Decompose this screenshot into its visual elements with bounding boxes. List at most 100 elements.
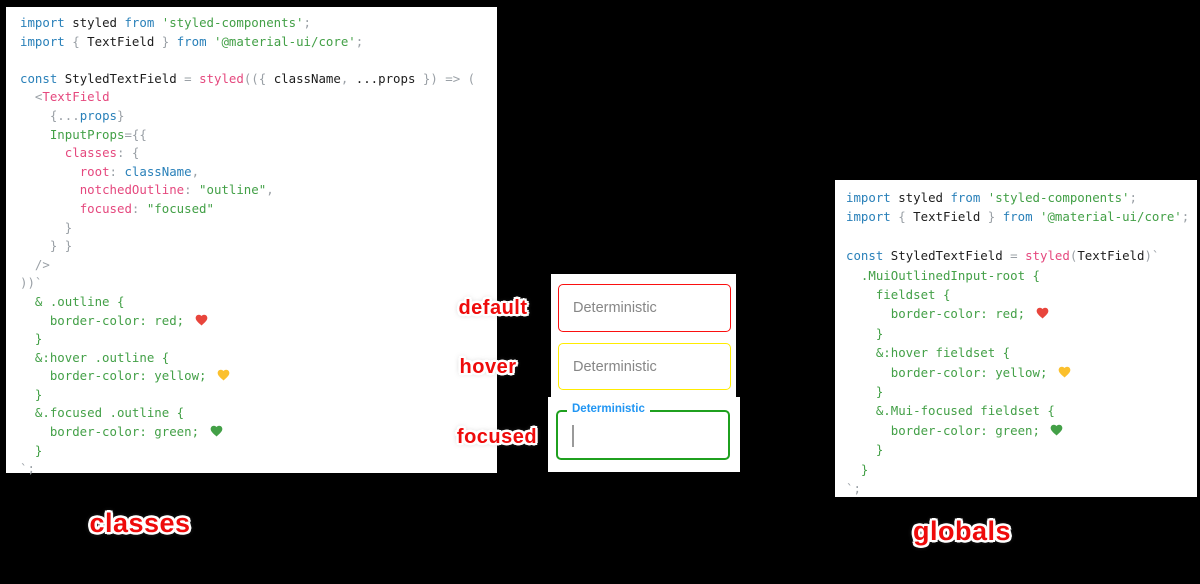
code-token: InputProps [49, 126, 125, 142]
code-token: : [184, 182, 200, 198]
code-line: fieldset { [846, 285, 1197, 304]
code-token: } [20, 386, 43, 402]
code-token: ={{ [124, 126, 147, 142]
code-token: border-color: yellow; [20, 368, 214, 384]
code-token [169, 34, 176, 49]
textfield-default[interactable]: Deterministic [558, 284, 731, 332]
code-token: &:hover .outline { [20, 349, 170, 365]
code-token [192, 71, 199, 86]
code-token: < [34, 89, 43, 105]
code-token: ( [460, 70, 476, 86]
green-heart-emoji [1051, 424, 1063, 436]
code-token: } [20, 219, 73, 235]
code-line: border-color: red; [20, 312, 497, 331]
code-token: .MuiOutlinedInput-root { [846, 267, 1040, 283]
code-token: 'styled-components' [161, 15, 304, 30]
code-token: border-color: green; [846, 422, 1048, 438]
textfield-focused-label: Deterministic [567, 403, 650, 415]
code-token: styled [890, 190, 951, 205]
red-heart-emoji [1036, 308, 1048, 319]
code-line: } [20, 219, 497, 238]
code-token: `; [20, 461, 35, 477]
code-line: &:hover fieldset { [846, 343, 1197, 362]
code-line: border-color: yellow; [20, 367, 497, 386]
code-token: ( [1069, 248, 1078, 264]
code-line: import { TextField } from '@material-ui/… [20, 33, 497, 52]
code-token [207, 34, 214, 49]
code-token: 'styled-components' [987, 190, 1130, 205]
code-token [20, 127, 50, 142]
code-line: import { TextField } from '@material-ui/… [846, 207, 1197, 226]
code-token: ...props [355, 70, 416, 86]
code-token: from [1002, 209, 1033, 225]
code-line: .MuiOutlinedInput-root { [846, 266, 1197, 285]
code-token [154, 15, 161, 30]
code-token [1033, 209, 1040, 224]
textfield-placeholder: Deterministic [573, 300, 657, 316]
state-label-hover: hover [459, 356, 517, 378]
code-token: , [191, 163, 200, 179]
code-token: & .outline { [20, 293, 125, 309]
code-token: : [109, 163, 125, 179]
code-token: { [898, 209, 906, 225]
code-token: } [161, 33, 170, 49]
code-token: } [846, 384, 884, 400]
code-token: } [20, 331, 43, 347]
code-token: : { [116, 145, 140, 161]
textfield-hover[interactable]: Deterministic [558, 343, 731, 390]
code-line: } [20, 330, 497, 349]
code-token: import [846, 190, 891, 205]
code-token [20, 108, 50, 123]
code-line: /> [20, 256, 497, 275]
code-token: `; [846, 481, 861, 497]
code-token: styled [199, 70, 244, 86]
code-line: } [846, 324, 1197, 343]
code-token [995, 209, 1002, 224]
code-token: } [846, 461, 869, 477]
code-line: const StyledTextField = styled(({ classN… [20, 70, 497, 89]
code-token: ; [355, 33, 364, 49]
textfield-focused[interactable]: Deterministic [556, 403, 730, 460]
code-token: } [846, 325, 884, 341]
code-line: ))` [20, 274, 497, 293]
code-line: &.focused .outline { [20, 404, 497, 423]
code-token: notchedOutline [79, 182, 185, 198]
code-token [1018, 248, 1025, 263]
code-token: styled [1025, 248, 1070, 264]
code-panel-globals: import styled from 'styled-components';i… [835, 180, 1197, 497]
code-token: ; [1181, 209, 1190, 225]
textfield-placeholder: Deterministic [573, 358, 657, 375]
code-line: import styled from 'styled-components'; [20, 14, 497, 33]
code-token: , [266, 182, 274, 198]
code-token: fieldset { [846, 287, 951, 303]
code-panel-classes: import styled from 'styled-components';i… [6, 7, 497, 477]
code-token: from [176, 33, 207, 49]
code-token: ))` [20, 275, 43, 291]
code-token: const [846, 248, 884, 264]
code-line: & .outline { [20, 293, 497, 312]
code-token: &.Mui-focused fieldset { [846, 403, 1055, 419]
code-line: import styled from 'styled-components'; [846, 188, 1197, 207]
code-line: notchedOutline: "outline", [20, 181, 497, 200]
code-line: classes: { [20, 144, 497, 163]
green-heart-emoji [210, 425, 222, 437]
code-token: = [184, 70, 192, 86]
code-token: } [20, 442, 43, 458]
code-line: border-color: green; [846, 421, 1197, 440]
code-token: from [124, 15, 155, 30]
code-line: focused: "focused" [20, 200, 497, 219]
code-token: TextField [1077, 248, 1145, 264]
code-line: } [20, 386, 497, 405]
code-line: &.Mui-focused fieldset { [846, 401, 1197, 420]
code-token: classes [64, 145, 117, 161]
code-line: border-color: yellow; [846, 363, 1197, 382]
code-token: } [846, 442, 884, 458]
red-heart-emoji [195, 314, 207, 325]
code-token: } [987, 209, 996, 225]
code-token: = [1010, 248, 1018, 264]
code-token [980, 190, 987, 205]
code-token [20, 164, 80, 179]
code-token: props [79, 107, 117, 123]
code-line: `; [846, 479, 1197, 498]
